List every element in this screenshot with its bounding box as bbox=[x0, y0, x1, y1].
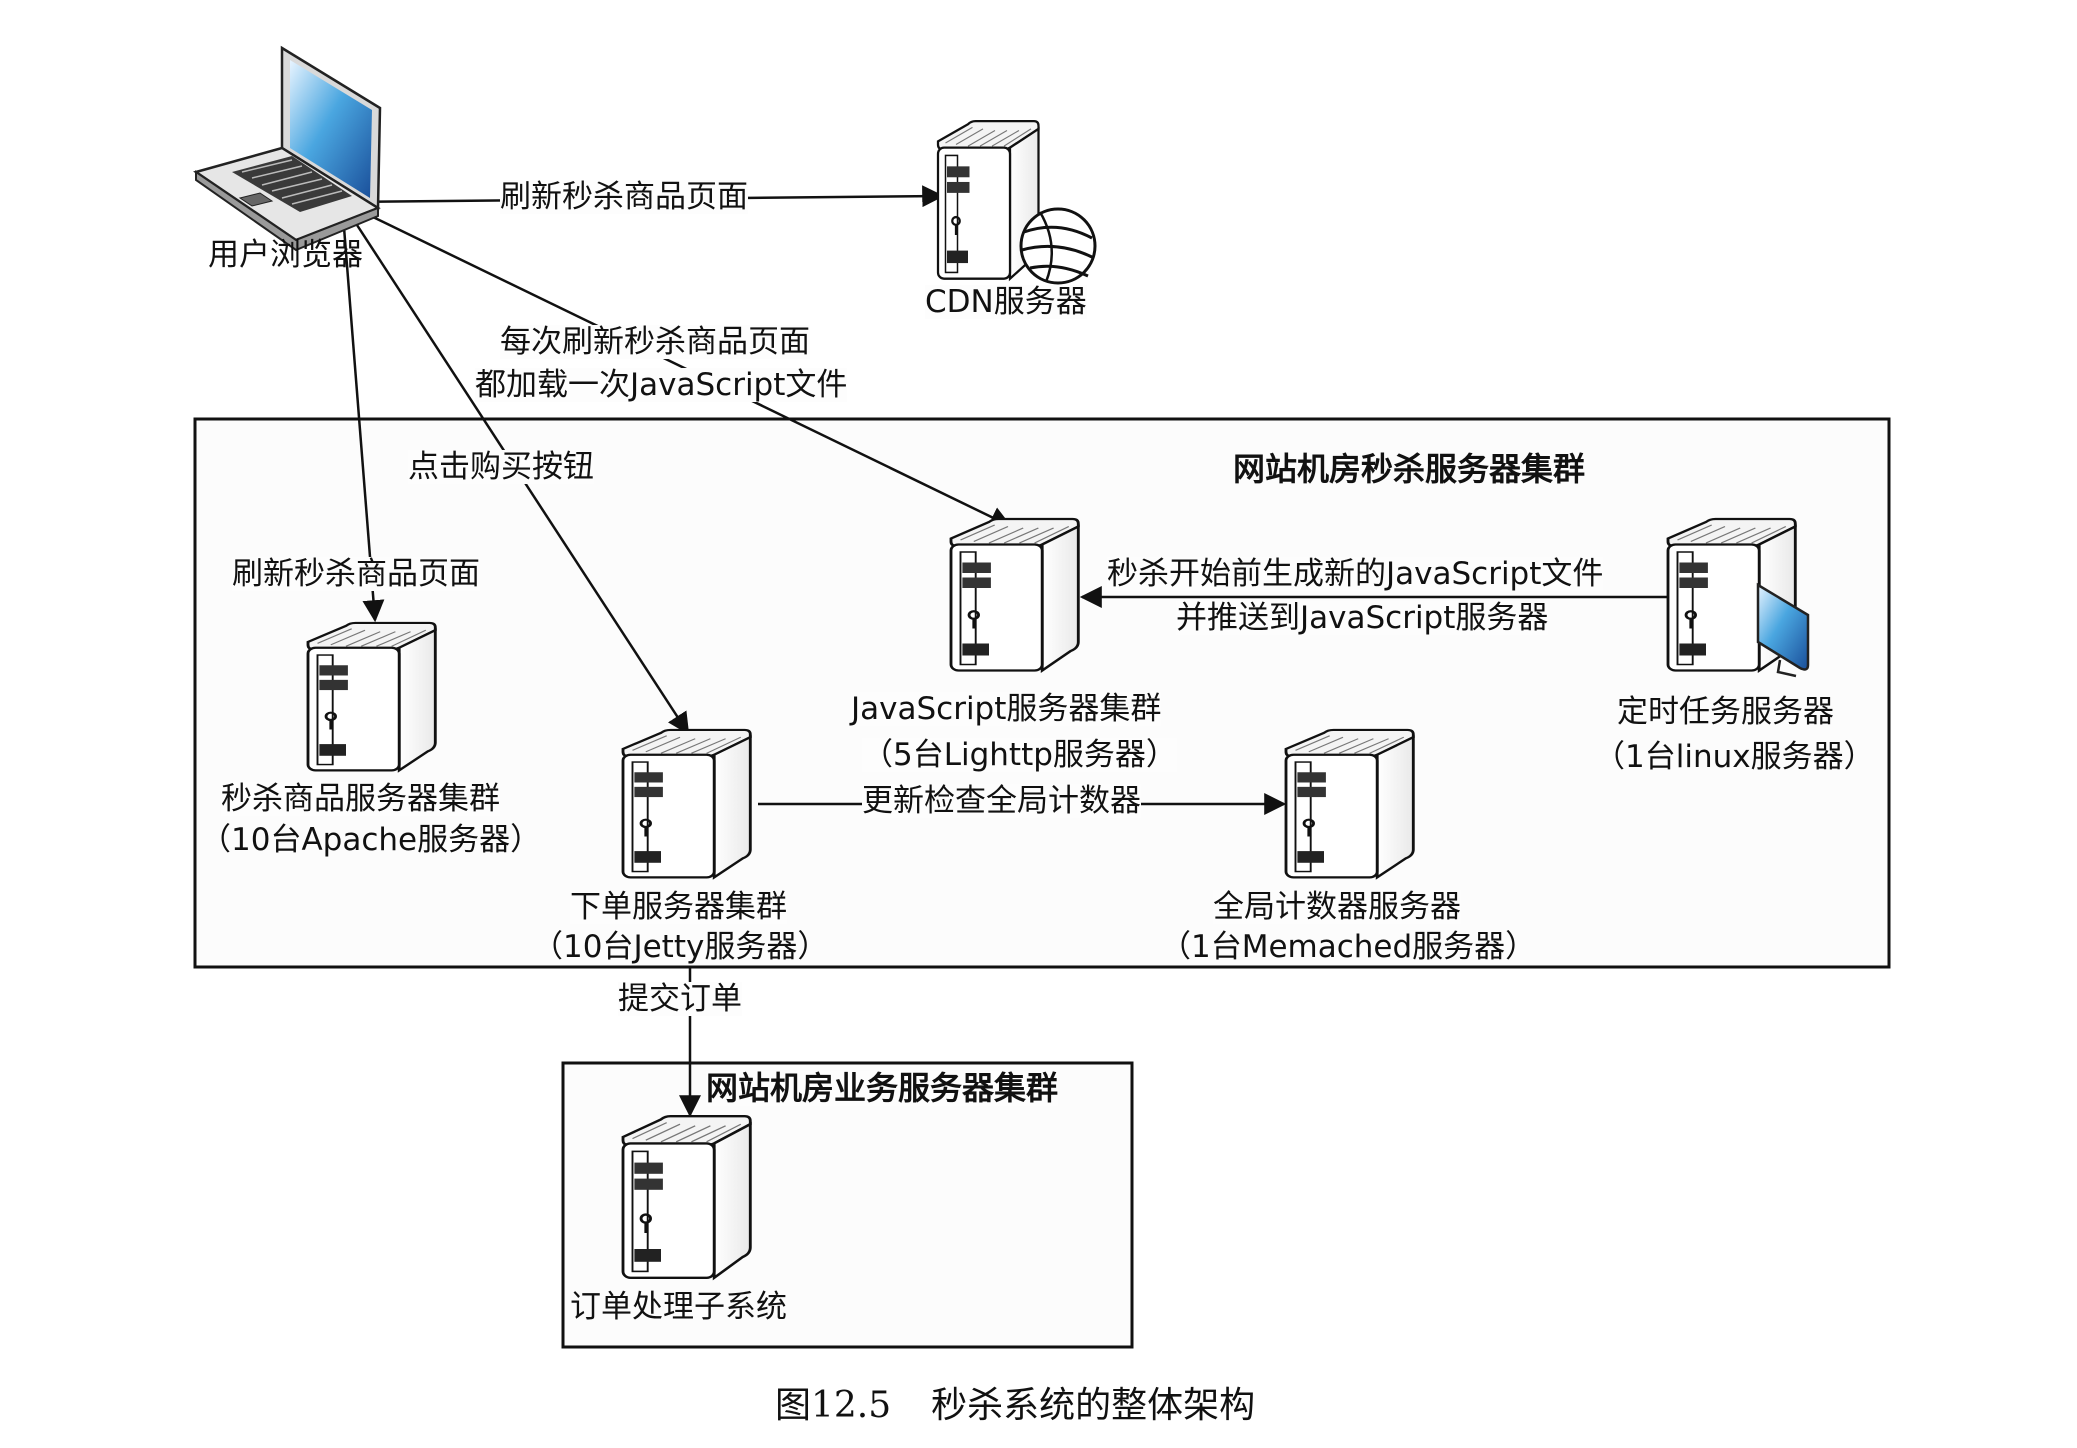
edge-label-timer-to-js-line1: 秒杀开始前生成新的JavaScript文件 bbox=[1107, 556, 1604, 592]
edge-label-browser-to-js-line1: 每次刷新秒杀商品页面 bbox=[500, 324, 810, 360]
figure-number: 图12.5 bbox=[775, 1385, 892, 1426]
edge-browser-to-apache bbox=[340, 201, 385, 623]
cdn-label: CDN服务器 bbox=[925, 284, 1087, 320]
apache-server-icon bbox=[306, 621, 437, 772]
edge-label-browser-to-cdn: 刷新秒杀商品页面 bbox=[500, 179, 748, 215]
js-cluster-sublabel: （5台Lighttp服务器） bbox=[862, 737, 1177, 773]
order-cluster-label: 下单服务器集群 bbox=[570, 889, 787, 925]
edge-browser-to-js bbox=[341, 200, 1012, 528]
counter-server-sublabel: （1台Memached服务器） bbox=[1160, 929, 1537, 965]
figure-caption: 图12.5 秒杀系统的整体架构 bbox=[775, 1386, 1255, 1426]
apache-cluster-label: 秒杀商品服务器集群 bbox=[221, 781, 500, 817]
business-cluster-title: 网站机房业务服务器集群 bbox=[706, 1069, 1059, 1107]
memached-server-icon bbox=[1284, 728, 1415, 879]
edge-label-order-to-counter: 更新检查全局计数器 bbox=[862, 783, 1141, 819]
figure-title: 秒杀系统的整体架构 bbox=[931, 1385, 1256, 1426]
edge-label-browser-to-order: 点击购买按钮 bbox=[408, 449, 594, 485]
edge-label-timer-to-js-line2: 并推送到JavaScript服务器 bbox=[1176, 600, 1549, 636]
cdn-server-icon bbox=[936, 119, 1097, 285]
timer-server-label: 定时任务服务器 bbox=[1617, 694, 1834, 730]
order-subsystem-server-icon bbox=[621, 1114, 752, 1280]
seckill-cluster-title: 网站机房秒杀服务器集群 bbox=[1233, 450, 1586, 488]
js-cluster-label: JavaScript服务器集群 bbox=[851, 691, 1162, 727]
js-server-icon bbox=[949, 517, 1080, 672]
edge-label-browser-to-js-line2: 都加载一次JavaScript文件 bbox=[475, 367, 848, 403]
order-subsystem-label: 订单处理子系统 bbox=[570, 1289, 787, 1325]
monitor-icon bbox=[1756, 582, 1810, 678]
edge-label-order-to-subsystem: 提交订单 bbox=[618, 981, 742, 1017]
edge-label-browser-to-apache: 刷新秒杀商品页面 bbox=[232, 556, 480, 592]
order-cluster-sublabel: （10台Jetty服务器） bbox=[532, 929, 829, 965]
browser-label: 用户浏览器 bbox=[208, 237, 363, 273]
apache-cluster-sublabel: （10台Apache服务器） bbox=[200, 822, 542, 858]
laptop-icon bbox=[193, 45, 382, 252]
timer-server-icon bbox=[1666, 517, 1810, 678]
counter-server-label: 全局计数器服务器 bbox=[1213, 889, 1461, 925]
jetty-server-icon bbox=[621, 728, 752, 879]
timer-server-sublabel: （1台linux服务器） bbox=[1594, 739, 1875, 775]
globe-icon bbox=[1019, 207, 1097, 285]
